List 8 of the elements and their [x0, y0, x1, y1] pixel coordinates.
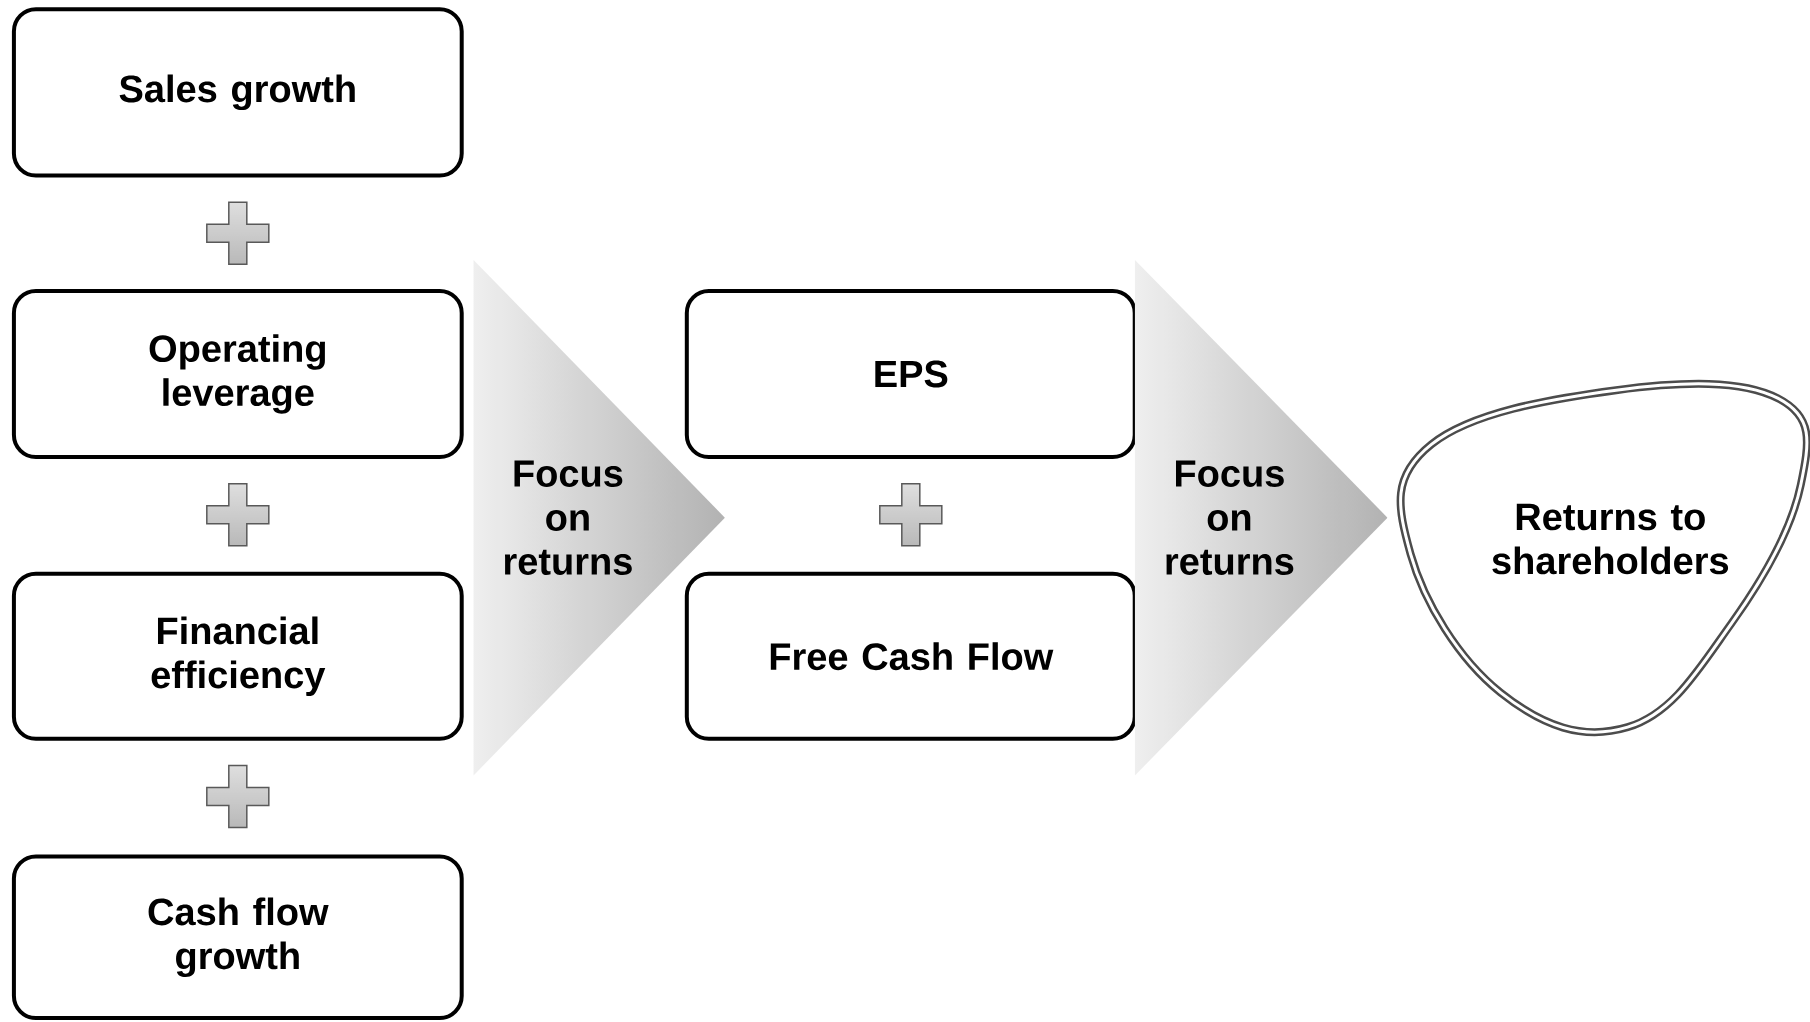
chevron-arrow: Focus on returns — [1166, 460, 1294, 575]
process-box: Sales growth — [11, 7, 464, 178]
process-box: EPS — [684, 288, 1137, 460]
chevron-arrow: Focus on returns — [504, 460, 632, 575]
process-box: Operating leverage — [11, 288, 464, 460]
process-box: Free Cash Flow — [684, 571, 1137, 741]
process-box: Financial efficiency — [11, 571, 464, 741]
process-box: Cash flow growth — [11, 854, 464, 1021]
